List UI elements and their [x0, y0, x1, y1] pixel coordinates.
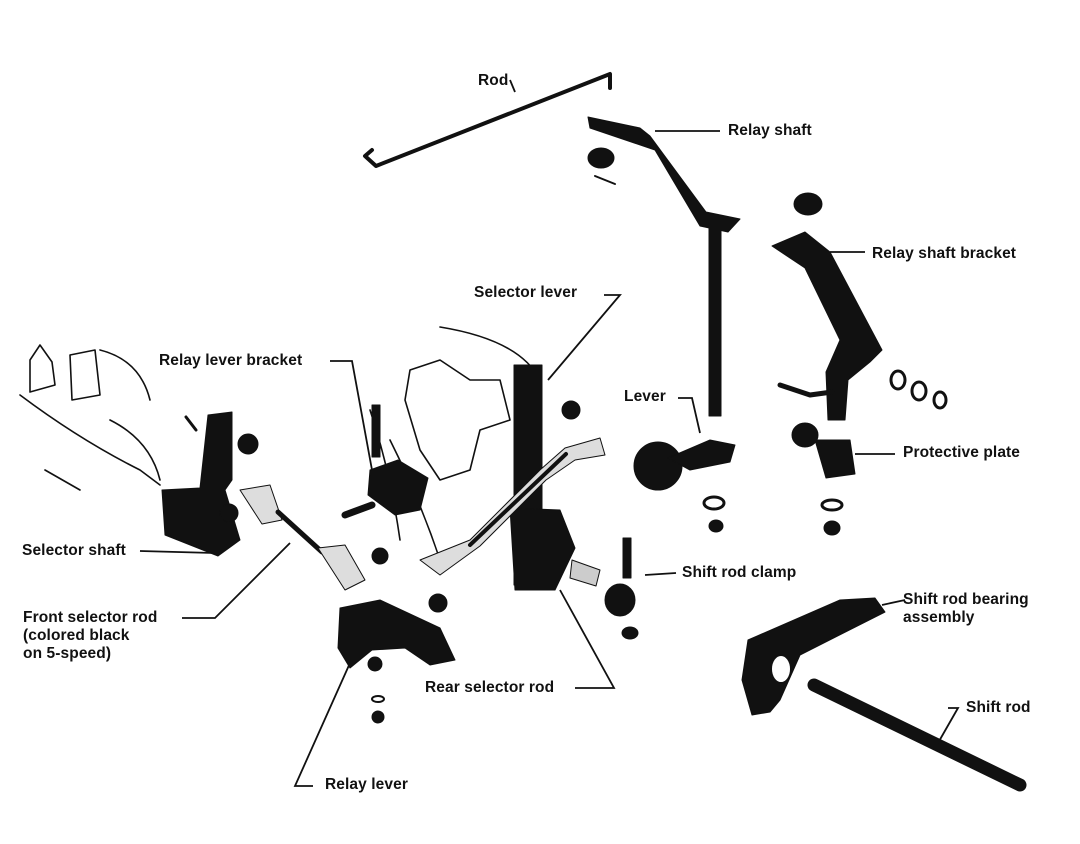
shift-rod-bearing-assembly-part — [741, 597, 886, 716]
label-relay-shaft: Relay shaft — [728, 122, 812, 139]
rod-part — [363, 72, 612, 168]
leader-selector-lever — [547, 294, 622, 381]
leader-relay-lever-bracket — [330, 360, 373, 471]
label-rear-selector-rod: Rear selector rod — [425, 679, 555, 696]
label-selector-shaft: Selector shaft — [22, 542, 126, 559]
clamp-bolt-part — [622, 537, 632, 579]
label-protective-plate: Protective plate — [903, 444, 1021, 461]
protective-plate-part — [814, 439, 856, 479]
bushing-part — [587, 147, 615, 169]
leader-relay-lever — [293, 662, 351, 787]
label-shift-rod: Shift rod — [966, 699, 1031, 716]
label-front-selector-rod: Front selector rod (colored black on 5-s… — [23, 609, 158, 662]
leader-shift-rod-clamp — [644, 572, 677, 576]
leader-shift-rod-bearing-assembly — [881, 599, 906, 606]
leader-lever — [678, 397, 701, 434]
front-selector-rod-part — [239, 484, 283, 525]
label-shift-rod-clamp: Shift rod clamp — [682, 564, 797, 581]
leader-front-selector-rod — [182, 542, 291, 619]
leader-lines — [139, 79, 960, 787]
relay-lever-part — [337, 599, 456, 669]
shift-rod-part — [807, 678, 1027, 792]
relay-shaft-bracket-part — [771, 231, 883, 421]
label-shift-rod-bearing-assembly: Shift rod bearing assembly — [903, 591, 1029, 626]
relay-shaft-part — [587, 116, 741, 233]
label-lever: Lever — [624, 388, 666, 405]
shift-rod-clamp-part — [604, 583, 636, 617]
lever-part — [633, 441, 683, 491]
clip-part — [594, 175, 616, 185]
bolt-part — [371, 404, 381, 458]
selector-shaft-part — [161, 411, 241, 557]
leader-rod — [509, 79, 516, 93]
label-rod: Rod — [478, 72, 509, 89]
leader-selector-shaft — [139, 550, 215, 554]
bracket-bushing-part — [793, 192, 823, 216]
relay-lever-bracket-part — [367, 459, 429, 516]
label-relay-shaft-bracket: Relay shaft bracket — [872, 245, 1017, 262]
label-relay-lever: Relay lever — [325, 776, 408, 793]
label-relay-lever-bracket: Relay lever bracket — [159, 352, 303, 369]
relay-shaft-stem — [708, 225, 722, 417]
label-selector-lever: Selector lever — [474, 284, 578, 301]
leader-shift-rod — [937, 707, 960, 744]
leader-rear-selector-rod — [559, 589, 616, 689]
transmission-housing-sketch — [19, 326, 541, 561]
